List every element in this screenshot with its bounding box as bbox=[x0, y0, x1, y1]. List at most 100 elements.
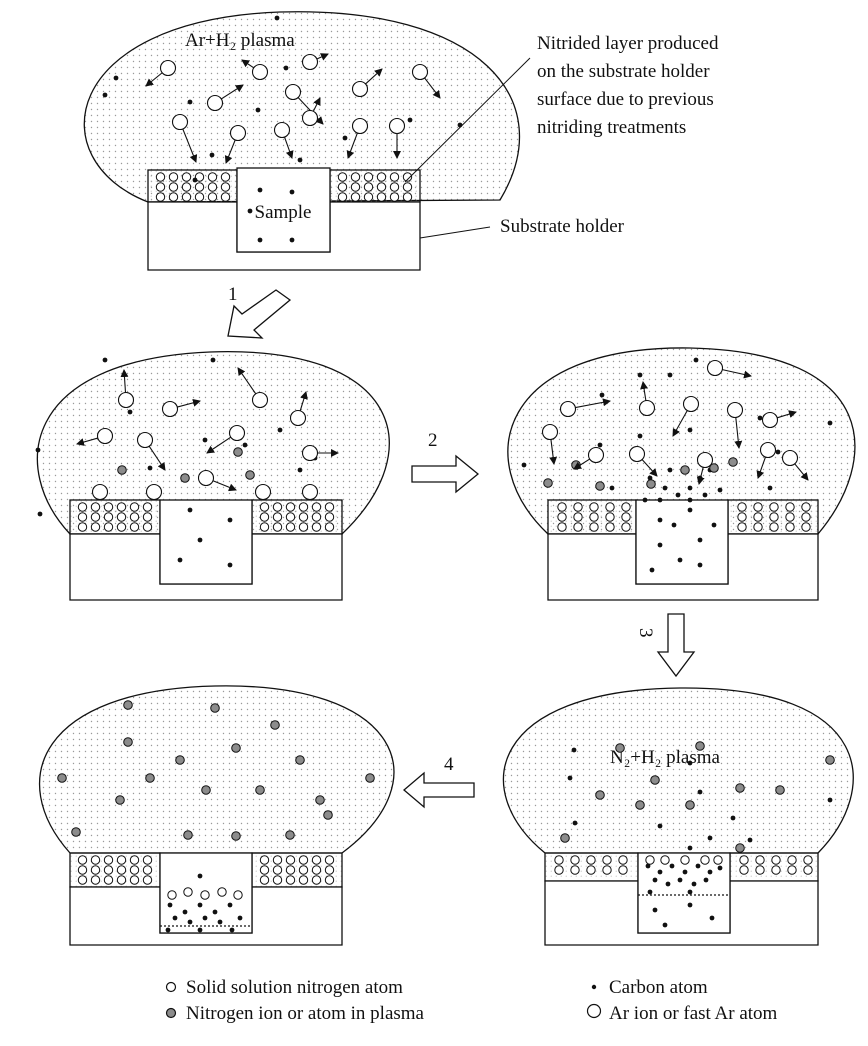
solid-solution-nitrogen-atom bbox=[589, 522, 599, 532]
solid-solution-nitrogen-atom bbox=[557, 522, 567, 532]
nitrogen-atom bbox=[650, 775, 660, 785]
ar-trajectory-arrow bbox=[237, 367, 257, 395]
nitrogen-atom bbox=[595, 790, 605, 800]
nitrogen-atom bbox=[615, 743, 625, 753]
carbon-atom bbox=[210, 357, 216, 363]
solid-solution-nitrogen-atom bbox=[785, 522, 795, 532]
plasma-cloud-5 bbox=[38, 685, 395, 854]
carbon-atom bbox=[667, 372, 673, 378]
ar-trajectory-arrow bbox=[206, 436, 232, 454]
solid-solution-nitrogen-atom bbox=[116, 875, 127, 885]
solid-solution-nitrogen-atom bbox=[337, 172, 348, 182]
carbon-atom bbox=[747, 837, 753, 843]
solid-solution-nitrogen-atom bbox=[259, 875, 270, 885]
solid-solution-nitrogen-atom bbox=[769, 522, 779, 532]
carbon-atom bbox=[697, 562, 703, 568]
solid-solution-nitrogen-atom bbox=[220, 182, 231, 192]
nitrogen-atom bbox=[123, 700, 133, 710]
carbon-atom bbox=[202, 915, 208, 921]
ar-atom bbox=[91, 483, 109, 501]
carbon-atom bbox=[227, 562, 233, 568]
carbon-atom bbox=[35, 447, 41, 453]
carbon-atom bbox=[257, 237, 263, 243]
solid-solution-nitrogen-atom bbox=[739, 855, 749, 865]
solid-solution-nitrogen-atom bbox=[389, 192, 400, 202]
carbon-atom bbox=[297, 157, 303, 163]
nitrogen-atom bbox=[365, 773, 375, 783]
nitrogen-atom bbox=[543, 478, 553, 488]
ar-trajectory-arrow bbox=[575, 398, 611, 409]
ar-atom bbox=[351, 80, 369, 98]
solid-solution-nitrogen-atom bbox=[220, 172, 231, 182]
ar-atom bbox=[96, 427, 114, 445]
legend-item-nitrogen-plasma: Nitrogen ion or atom in plasma bbox=[160, 1001, 424, 1027]
nitrogen-atom bbox=[735, 783, 745, 793]
solid-solution-nitrogen-atom bbox=[554, 855, 564, 865]
carbon-atom bbox=[717, 865, 723, 871]
solid-solution-nitrogen-atom bbox=[363, 172, 374, 182]
solid-solution-nitrogen-atom bbox=[324, 502, 335, 512]
ar-atom bbox=[251, 63, 269, 81]
legend-item-carbon: Carbon atom bbox=[583, 975, 777, 1001]
solid-solution-nitrogen-atom bbox=[376, 172, 387, 182]
panel-1: Sample Ar+H₂ plasma Nitrided layer produ… bbox=[83, 11, 719, 271]
ar-atom bbox=[388, 117, 406, 135]
solid-solution-nitrogen-atom bbox=[259, 522, 270, 532]
solid-solution-nitrogen-atom bbox=[737, 502, 747, 512]
ar-trajectory-arrow bbox=[145, 72, 163, 87]
solid-solution-nitrogen-atom bbox=[298, 502, 309, 512]
solid-solution-nitrogen-atom bbox=[570, 855, 580, 865]
solid-solution-nitrogen-atom bbox=[298, 865, 309, 875]
nitrided-layer-atoms-4 bbox=[554, 855, 813, 875]
solid-solution-nitrogen-atom bbox=[586, 855, 596, 865]
ar-trajectory-arrow bbox=[224, 139, 236, 164]
solid-solution-nitrogen-atom bbox=[168, 172, 179, 182]
solid-solution-nitrogen-atom bbox=[103, 875, 114, 885]
ar-atom bbox=[159, 59, 177, 77]
nitrogen-atom bbox=[315, 795, 325, 805]
solid-solution-nitrogen-atom bbox=[181, 192, 192, 202]
nitrogen-atom bbox=[323, 810, 333, 820]
solid-solution-nitrogen-atom bbox=[259, 502, 270, 512]
nitrogen-atom bbox=[695, 741, 705, 751]
solid-solution-nitrogen-atom bbox=[713, 855, 723, 865]
solid-solution-nitrogen-atom bbox=[801, 502, 811, 512]
nitrogen-atom bbox=[560, 833, 570, 843]
solid-solution-nitrogen-atom bbox=[129, 502, 140, 512]
carbon-atom bbox=[657, 517, 663, 523]
ar-trajectory-arrow bbox=[722, 369, 752, 379]
solid-solution-nitrogen-atom bbox=[311, 875, 322, 885]
plasma-particles-3 bbox=[521, 357, 833, 573]
solid-solution-nitrogen-atom bbox=[753, 522, 763, 532]
solid-solution-nitrogen-atom bbox=[103, 865, 114, 875]
carbon-atom bbox=[687, 889, 693, 895]
solid-solution-nitrogen-atom bbox=[77, 855, 88, 865]
nitrided-layer-atoms-1 bbox=[155, 172, 413, 202]
solid-solution-nitrogen-atom bbox=[785, 502, 795, 512]
ar-trajectory-arrow bbox=[794, 463, 809, 481]
solid-solution-nitrogen-atom bbox=[618, 865, 628, 875]
solid-solution-nitrogen-atom bbox=[337, 192, 348, 202]
carbon-atom bbox=[703, 877, 709, 883]
solid-solution-nitrogen-atom bbox=[285, 855, 296, 865]
solid-solution-nitrogen-atom bbox=[573, 502, 583, 512]
carbon-atom bbox=[657, 823, 663, 829]
solid-solution-nitrogen-atom bbox=[570, 865, 580, 875]
solid-solution-nitrogen-atom bbox=[771, 855, 781, 865]
carbon-atom bbox=[407, 117, 413, 123]
nitrogen-atom bbox=[117, 465, 127, 475]
nitrogen-atom bbox=[635, 800, 645, 810]
solid-solution-nitrogen-atom bbox=[90, 512, 101, 522]
carbon-atom bbox=[711, 522, 717, 528]
solid-solution-nitrogen-atom bbox=[573, 522, 583, 532]
solid-solution-nitrogen-atom bbox=[645, 855, 655, 865]
nitrogen-atom bbox=[295, 755, 305, 765]
solid-solution-nitrogen-atom bbox=[753, 512, 763, 522]
carbon-atom bbox=[597, 442, 603, 448]
solid-solution-nitrogen-atom bbox=[298, 855, 309, 865]
solid-solution-nitrogen-atom bbox=[220, 192, 231, 202]
ar-trajectory-arrow bbox=[672, 410, 688, 437]
ar-atom bbox=[197, 469, 215, 487]
carbon-atom bbox=[657, 542, 663, 548]
ar-trajectory-arrow bbox=[120, 369, 129, 393]
